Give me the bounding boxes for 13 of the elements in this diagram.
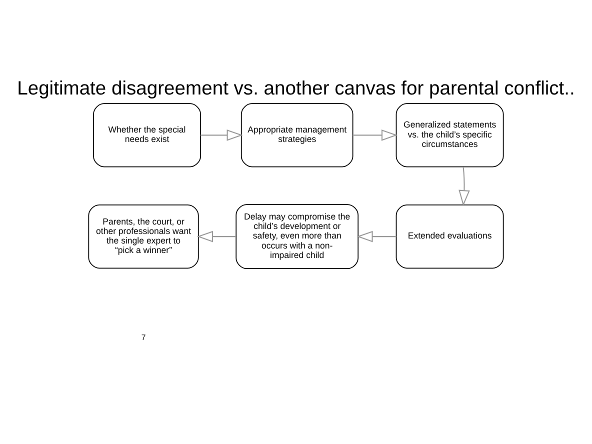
node-box: Parents, the court, or other professionals want the single expert to “pick a winner” [88,204,199,268]
arrow [356,230,396,242]
diagram-title: Legitimate disagreement vs. another canvas for parental conflict.. [17,78,575,99]
label: 7 [141,332,146,342]
node-box: Appropriate management strategies [240,102,354,167]
arrow [458,166,470,206]
node-box: Extended evaluations [396,204,504,268]
node-box: Generalized statements vs. the child’s specific circumstances [396,102,504,167]
node-box: Delay may compromise the child’s development or safety, even more than occurs with a non-impaired child [236,204,359,268]
arrow [200,129,243,140]
arrow [352,129,398,140]
arrow [196,230,236,242]
node-box: Whether the special needs exist [93,102,201,167]
